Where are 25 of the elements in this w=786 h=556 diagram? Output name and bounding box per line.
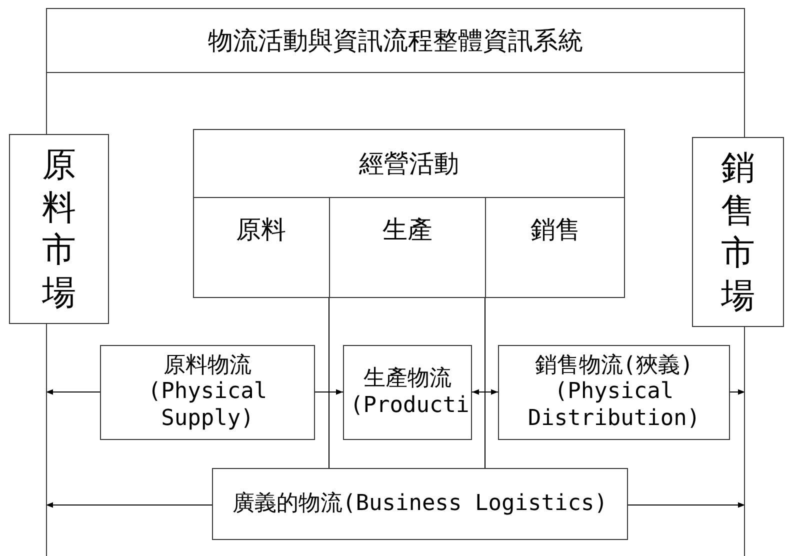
logistics-box: [343, 345, 472, 440]
arrow: [46, 502, 212, 508]
logistics-box: [498, 345, 730, 440]
connector-line: [328, 298, 330, 468]
cell-label: 原料: [235, 215, 287, 245]
frame-title: 物流活動與資訊流程整體資訊系統: [47, 9, 744, 73]
market-box: [9, 134, 109, 324]
box-label: 銷售物流(狹義) (Physical Distribution): [526, 352, 702, 432]
logistics-box: [212, 468, 628, 540]
connector-line: [484, 298, 486, 468]
cell-label: 生產: [382, 215, 434, 245]
market-label: 銷售市場: [720, 147, 756, 317]
arrow: [730, 389, 746, 395]
arrow: [46, 389, 100, 395]
market-box: [692, 137, 784, 327]
box-label: 原料物流 (Physical Supply): [146, 352, 268, 432]
arrow: [628, 502, 746, 508]
table-heading: 經營活動: [194, 130, 624, 198]
logistics-box: [100, 345, 315, 440]
cell-label: 銷售: [530, 215, 582, 245]
box-label: 廣義的物流(Business Logistics): [232, 490, 608, 518]
market-label: 原料市場: [41, 144, 77, 314]
arrow: [472, 389, 498, 395]
arrow: [314, 389, 344, 395]
activity-table: [193, 129, 625, 298]
